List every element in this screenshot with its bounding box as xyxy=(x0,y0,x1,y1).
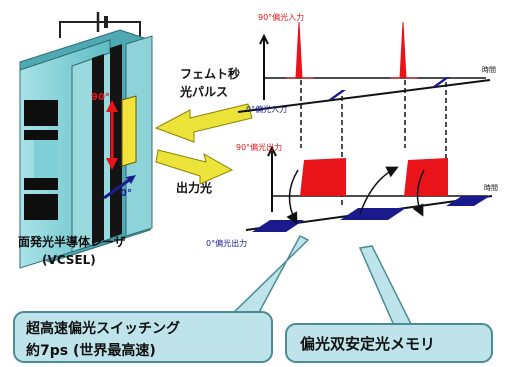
vcsel-name-label: 面発光半導体レーザ xyxy=(18,234,126,249)
input-0-label: 0°偏光入力 xyxy=(246,104,287,114)
vcsel-abbrev-label: (VCSEL) xyxy=(42,253,96,267)
angle-90-label: 90° xyxy=(91,92,110,103)
input-90-label: 90°偏光入力 xyxy=(258,12,304,22)
input-time-axis xyxy=(237,79,491,113)
output-light-label: 出力光 xyxy=(176,180,212,195)
polarization-0-arrow xyxy=(103,176,133,200)
switching-callout: 超高速偏光スイッチング 約7ps (世界最高速) xyxy=(13,235,310,363)
memory-callout-label: 偏光双安定光メモリ xyxy=(300,335,435,353)
input-0-pulse-1 xyxy=(328,90,346,100)
input-90-pulse-1 xyxy=(286,21,314,79)
output-time-label: 時間 xyxy=(484,184,498,192)
output-0-block-3 xyxy=(446,196,490,206)
output-90-block-2 xyxy=(404,158,448,196)
input-pulse-arrow xyxy=(154,103,253,143)
switch-arrow-3 xyxy=(412,169,425,217)
light-pulse-label: 光パルス xyxy=(179,84,228,99)
timing-graph: 時間 90°偏光入力 0°偏光入力 時間 90°偏光出力 0°偏光出力 xyxy=(206,12,498,248)
aperture xyxy=(121,95,137,167)
circuit-wire xyxy=(59,21,141,40)
memory-callout: 偏光双安定光メモリ xyxy=(285,245,493,363)
femtosecond-label: フェムト秒 xyxy=(180,66,240,81)
angle-0-label: 0° xyxy=(120,188,132,199)
output-90-label: 90°偏光出力 xyxy=(236,142,282,152)
input-time-label: 時間 xyxy=(482,66,496,74)
switching-callout-line1: 超高速偏光スイッチング xyxy=(25,320,180,337)
vcsel-device: 90° 0° xyxy=(19,12,153,269)
switch-arrow-1 xyxy=(286,169,299,225)
switch-arrow-2 xyxy=(359,166,399,215)
output-0-label: 0°偏光出力 xyxy=(206,238,247,248)
switching-callout-line2: 約7ps (世界最高速) xyxy=(26,342,156,359)
output-light-arrow xyxy=(155,149,234,185)
output-0-block-2 xyxy=(340,208,406,220)
input-90-pulse-2 xyxy=(390,21,418,79)
active-layer xyxy=(92,54,104,244)
input-0-pulse-2 xyxy=(432,77,450,87)
output-90-block-1 xyxy=(300,158,346,196)
